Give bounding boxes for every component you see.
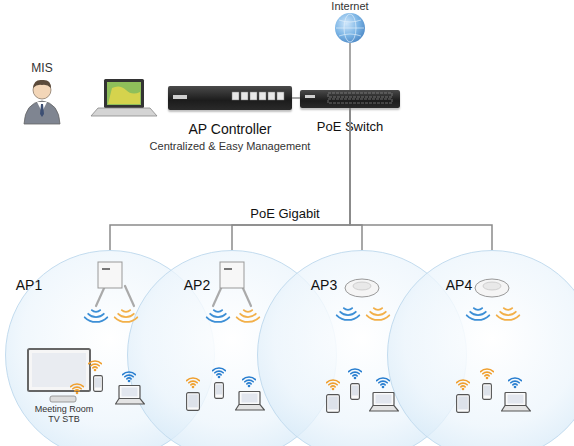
phone-icon — [215, 383, 224, 399]
person-collar — [37, 102, 47, 112]
access-point-panel — [220, 262, 244, 288]
node-title: AP1 — [11, 277, 47, 294]
admin-person: MIS — [20, 78, 64, 124]
laptop-base — [91, 108, 157, 116]
port — [277, 92, 284, 100]
globe-meridian — [344, 14, 356, 42]
node-title: AP2 — [179, 277, 215, 294]
dome-center — [353, 282, 371, 290]
antenna — [96, 286, 105, 306]
node-title: Internet — [320, 0, 380, 13]
dome-center — [483, 282, 501, 290]
tv-screen — [28, 349, 90, 391]
port — [268, 92, 275, 100]
internet-globe: Internet — [335, 13, 365, 43]
laptop-icon — [116, 386, 145, 405]
antenna — [213, 286, 222, 306]
device-logo — [173, 95, 187, 99]
radio-waves — [337, 308, 360, 320]
antenna — [242, 286, 251, 306]
port — [232, 92, 239, 100]
phone-icon — [94, 376, 103, 392]
wifi-icon — [457, 380, 470, 390]
access-point-panel — [98, 262, 122, 288]
phone-icon — [351, 384, 360, 400]
node-title: MIS — [12, 61, 72, 76]
node-title: AP Controller — [148, 121, 312, 138]
radio-waves — [207, 310, 230, 322]
radio-waves — [497, 308, 520, 320]
radio-waves — [85, 310, 108, 322]
port-row — [328, 93, 392, 97]
globe-parallels — [339, 20, 361, 36]
network-cable — [350, 108, 492, 250]
tablet-icon — [457, 395, 470, 413]
wifi-icon — [71, 384, 84, 394]
person-hair — [33, 80, 51, 88]
wifi-icon — [327, 380, 340, 390]
device-caption: Meeting Room TV STB — [33, 404, 95, 424]
person-body — [24, 101, 60, 124]
set-top-box — [50, 396, 76, 402]
tablet-icon — [187, 393, 200, 411]
access-point-dome — [345, 279, 379, 297]
wifi-icon — [187, 378, 200, 388]
radio-waves — [115, 310, 138, 322]
network-cable — [232, 108, 350, 250]
wifi-icon — [509, 378, 522, 388]
switch-ports — [328, 93, 392, 103]
network-cable — [292, 97, 300, 99]
laptop-display — [107, 82, 141, 105]
port — [250, 92, 257, 100]
device-logo — [224, 268, 232, 270]
network-cable — [110, 108, 350, 250]
tablet-icon — [327, 395, 340, 413]
switch-device: PoE Switch — [300, 90, 400, 108]
tv-display — [32, 353, 86, 387]
wifi-icon — [349, 369, 362, 379]
antenna — [125, 286, 134, 306]
radio-waves — [237, 310, 260, 322]
wifi-icon — [243, 377, 256, 387]
network-cable — [350, 108, 362, 250]
device-logo — [305, 95, 315, 98]
port-row — [328, 99, 392, 103]
phone-icon — [483, 384, 492, 400]
network-cable — [349, 43, 351, 90]
laptop-icon — [502, 393, 531, 412]
globe-equator — [336, 28, 364, 29]
wifi-icon — [481, 369, 494, 379]
laptop-screen — [104, 79, 144, 108]
device-logo — [102, 268, 110, 270]
access-point-dome — [475, 279, 509, 297]
laptop-icon — [236, 392, 265, 411]
wifi-icon — [123, 372, 136, 382]
port — [259, 92, 266, 100]
node-subtitle: Centralized & Easy Management — [123, 139, 337, 153]
person-tie — [40, 104, 44, 117]
map-area — [108, 86, 140, 104]
wifi-icon — [377, 378, 390, 388]
controller-device: AP ControllerCentralized & Easy Manageme… — [168, 86, 292, 110]
radio-waves — [467, 308, 490, 320]
ethernet-ports — [232, 92, 284, 100]
wifi-icon — [89, 361, 102, 371]
node-title: AP4 — [441, 277, 477, 294]
bus-label: PoE Gigabit — [230, 206, 340, 222]
laptop-icon — [370, 393, 399, 412]
port — [241, 92, 248, 100]
radio-waves — [367, 308, 390, 320]
wifi-icon — [213, 368, 226, 378]
node-title: AP3 — [306, 277, 342, 294]
person-head — [33, 81, 51, 99]
